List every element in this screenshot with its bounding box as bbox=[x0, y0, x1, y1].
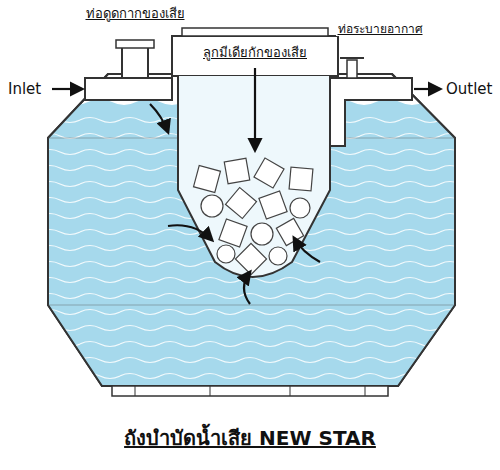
flow-arrows bbox=[244, 272, 250, 304]
flow-arrows bbox=[414, 88, 440, 90]
outlet-pipe bbox=[330, 78, 412, 146]
vent-pipe bbox=[340, 58, 364, 78]
sludge-suction-pipe bbox=[122, 46, 148, 78]
tank-base bbox=[112, 386, 388, 396]
media-balls bbox=[290, 198, 310, 218]
flow-arrows bbox=[150, 104, 168, 132]
tank-base bbox=[210, 386, 211, 396]
tank-outline bbox=[48, 305, 455, 306]
media-balls bbox=[269, 247, 287, 265]
media-balls bbox=[194, 166, 221, 193]
flow-label: Outlet bbox=[444, 80, 494, 98]
media-balls bbox=[276, 218, 303, 245]
vent-pipe bbox=[347, 60, 357, 78]
tank-base bbox=[112, 386, 388, 396]
diagram-title: ถังบำบัดน้ำเสีย NEW STAR bbox=[122, 426, 378, 450]
flow-label: Inlet bbox=[6, 80, 43, 98]
flow-arrows bbox=[52, 88, 82, 90]
flow-arrows bbox=[254, 68, 256, 150]
part-label: ลูกมีเดียกักของเสีย bbox=[201, 45, 309, 61]
outlet-pipe bbox=[330, 78, 412, 146]
media-balls bbox=[254, 158, 284, 188]
media-balls bbox=[194, 158, 313, 275]
flow-arrows bbox=[52, 68, 440, 304]
part-label: ท่อระบายอากาศ bbox=[336, 22, 425, 36]
tank-base bbox=[365, 386, 366, 396]
sludge-suction-pipe bbox=[116, 40, 154, 48]
media-balls bbox=[224, 158, 249, 183]
media-balls bbox=[217, 245, 235, 263]
tank-outline bbox=[48, 74, 455, 386]
inlet-pipe bbox=[85, 78, 172, 100]
manhole-riser bbox=[182, 28, 328, 36]
media-balls bbox=[259, 191, 287, 219]
media-balls bbox=[201, 195, 223, 217]
tank-outline bbox=[48, 74, 455, 386]
tank-base bbox=[290, 386, 291, 396]
media-balls bbox=[289, 167, 313, 191]
sludge-suction-pipe bbox=[116, 40, 154, 78]
media-balls bbox=[251, 223, 273, 245]
inlet-pipe bbox=[85, 78, 172, 100]
flow-arrows bbox=[294, 238, 320, 262]
vent-pipe bbox=[340, 57, 364, 59]
media-balls bbox=[226, 188, 257, 219]
tank-base bbox=[135, 386, 136, 396]
flow-arrows bbox=[168, 225, 212, 240]
media-balls bbox=[235, 243, 266, 274]
media-balls bbox=[219, 219, 247, 247]
part-label: ท่อดูดกากของเสีย bbox=[84, 6, 187, 22]
